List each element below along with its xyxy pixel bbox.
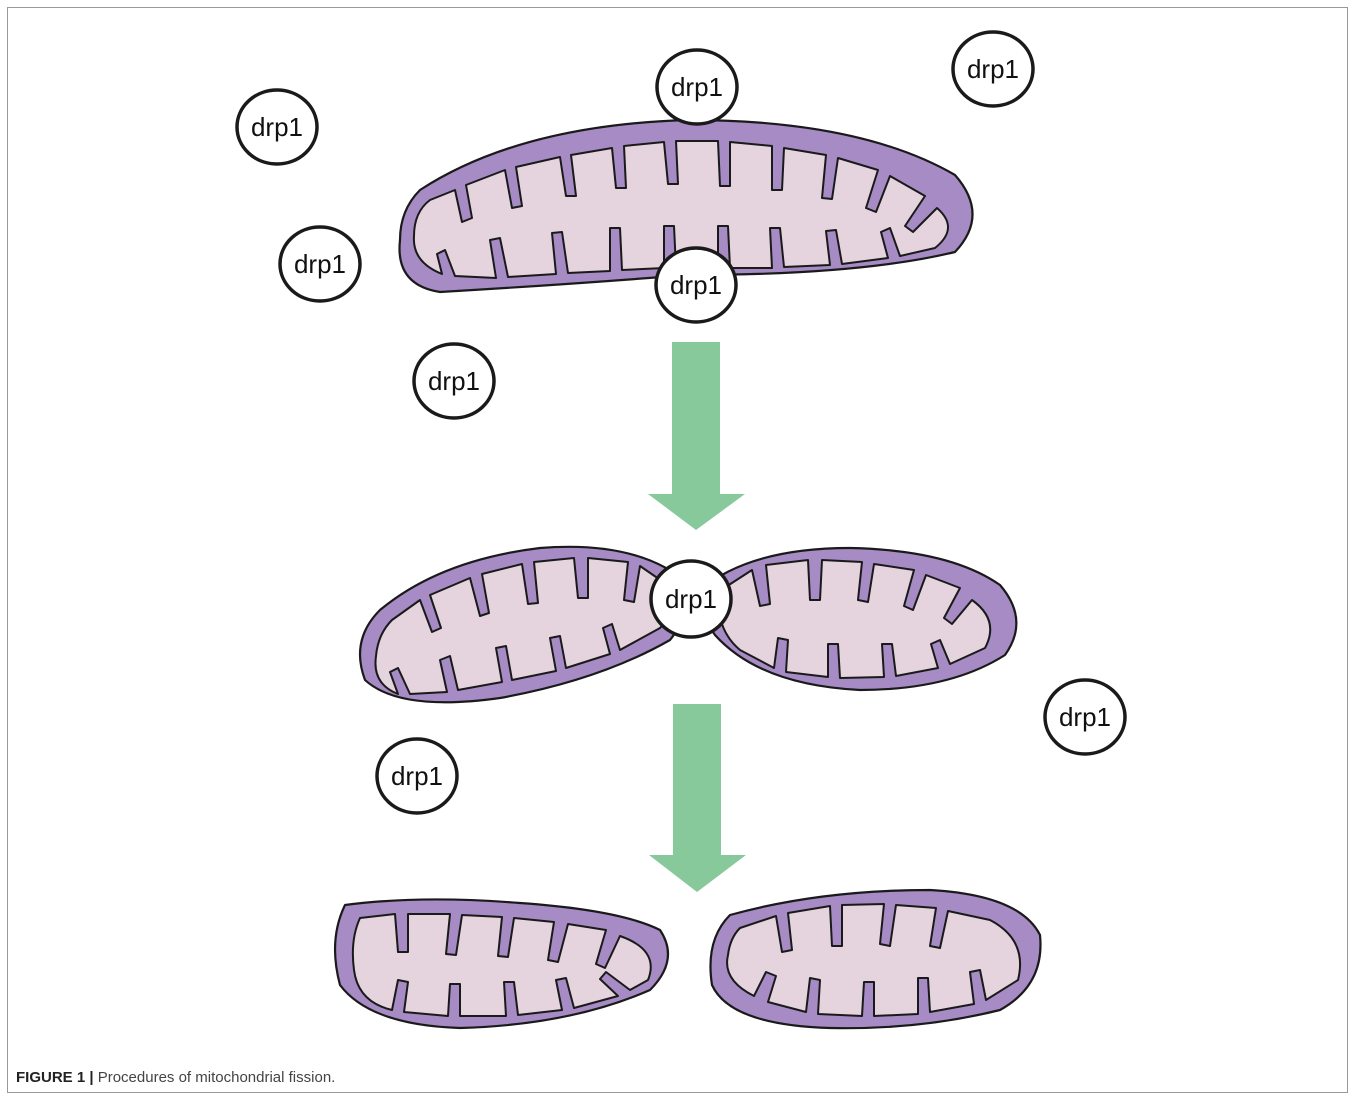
figure-caption: FIGURE 1 | Procedures of mitochondrial f… (16, 1069, 335, 1086)
process-arrow-2 (649, 704, 746, 892)
green-arrow-down-icon (648, 342, 745, 530)
figure-caption-label: FIGURE 1 | (16, 1069, 94, 1086)
svg-text:drp1: drp1 (391, 761, 443, 791)
mitochondria-daughters (335, 890, 1040, 1028)
drp1-bubble-constriction-site: drp1 (651, 561, 731, 637)
svg-text:drp1: drp1 (294, 249, 346, 279)
drp1-bubble: drp1 (656, 248, 736, 322)
drp1-bubble: drp1 (280, 227, 360, 301)
drp1-bubble: drp1 (657, 50, 737, 124)
svg-text:drp1: drp1 (665, 584, 717, 614)
svg-text:drp1: drp1 (428, 366, 480, 396)
drp1-bubble: drp1 (1045, 680, 1125, 754)
drp1-bubble: drp1 (237, 90, 317, 164)
figure-caption-text: Procedures of mitochondrial fission. (94, 1069, 336, 1086)
drp1-bubble: drp1 (414, 344, 494, 418)
process-arrow-1 (648, 342, 745, 530)
green-arrow-down-icon (649, 704, 746, 892)
svg-text:drp1: drp1 (1059, 702, 1111, 732)
drp1-bubble: drp1 (953, 32, 1033, 106)
svg-text:drp1: drp1 (967, 54, 1019, 84)
svg-text:drp1: drp1 (251, 112, 303, 142)
svg-text:drp1: drp1 (671, 72, 723, 102)
svg-text:drp1: drp1 (670, 270, 722, 300)
drp1-bubble: drp1 (377, 739, 457, 813)
